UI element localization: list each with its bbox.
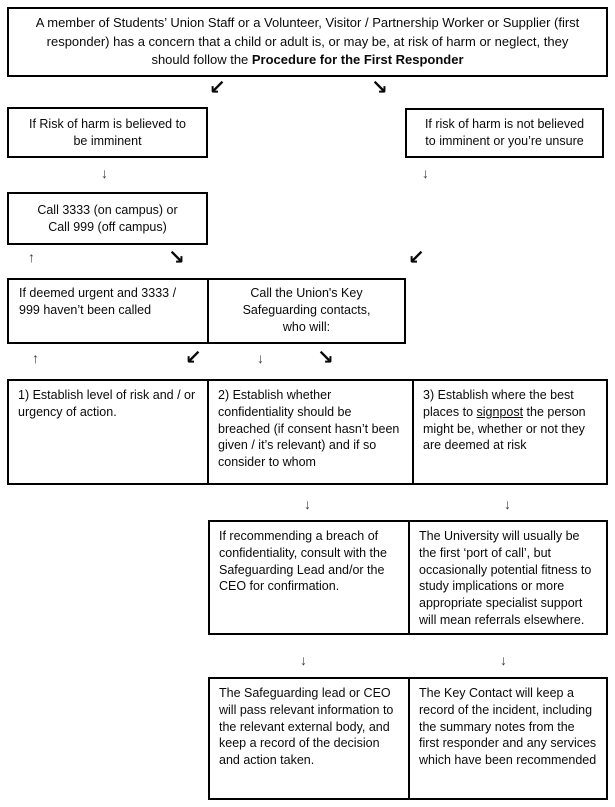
safeguarding-record-text: The Safeguarding lead or CEO will pass r… [219, 686, 394, 767]
not-imminent-box: If risk of harm is not believed to immin… [405, 108, 604, 158]
arrow-down-icon: ↓ [422, 165, 429, 181]
call-emergency-box: Call 3333 (on campus) or Call 999 (off c… [7, 192, 208, 245]
step3-box: 3) Establish where the best places to si… [412, 379, 608, 485]
arrow-down-right-icon: ↘ [317, 347, 334, 369]
university-referral-text: The University will usually be the first… [419, 529, 592, 627]
imminent-text: If Risk of harm is believed to be immine… [28, 116, 186, 148]
key-contacts-box: Call the Union's Key Safeguarding contac… [207, 278, 406, 344]
step3-text-before: 3) Establish where the best places to [423, 388, 574, 419]
arrow-down-right-icon: ↘ [371, 77, 388, 99]
university-referral-box: The University will usually be the first… [408, 520, 608, 635]
call-emergency-line2: Call 999 (off campus) [48, 219, 167, 234]
step3-text: 3) Establish where the best places to si… [423, 387, 597, 454]
start-box: A member of Students’ Union Staff or a V… [7, 7, 608, 77]
step2-text: 2) Establish whether confidentiality sho… [218, 388, 400, 469]
key-contact-record-box: The Key Contact will keep a record of th… [408, 677, 608, 800]
imminent-box: If Risk of harm is believed to be immine… [7, 107, 208, 158]
safeguarding-record-box: The Safeguarding lead or CEO will pass r… [208, 677, 410, 800]
arrow-down-left-icon: ↙ [209, 77, 226, 99]
arrow-down-icon: ↓ [500, 652, 507, 668]
arrow-down-icon: ↓ [504, 496, 511, 512]
start-box-text: A member of Students’ Union Staff or a V… [33, 14, 582, 69]
start-text: A member of Students’ Union Staff or a V… [35, 15, 580, 68]
deemed-urgent-text: If deemed urgent and 3333 / 999 haven’t … [19, 286, 177, 317]
deemed-urgent-box: If deemed urgent and 3333 / 999 haven’t … [7, 278, 209, 344]
arrow-up-icon: ↑ [32, 350, 39, 366]
step1-text: 1) Establish level of risk and / or urge… [18, 388, 196, 419]
step3-text-after: the person might be, whether or not they… [423, 404, 586, 453]
arrow-down-left-icon: ↙ [185, 347, 202, 369]
step2-box: 2) Establish whether confidentiality sho… [207, 379, 414, 485]
arrow-down-icon: ↓ [257, 350, 264, 366]
not-imminent-text: If risk of harm is not believed to immin… [424, 117, 585, 148]
key-contact-record-text: The Key Contact will keep a record of th… [419, 686, 597, 767]
arrow-down-icon: ↓ [304, 496, 311, 512]
step3-signpost: signpost [476, 404, 524, 419]
breach-consult-text: If recommending a breach of confidential… [219, 529, 387, 594]
arrow-down-icon: ↓ [300, 652, 307, 668]
arrow-down-right-icon: ↘ [168, 247, 185, 269]
key-contacts-text: Call the Union's Key Safeguarding contac… [242, 286, 371, 334]
breach-consult-box: If recommending a breach of confidential… [208, 520, 410, 635]
call-emergency-line1: Call 3333 (on campus) or [37, 202, 178, 217]
arrow-down-left-icon: ↙ [408, 247, 425, 269]
step1-box: 1) Establish level of risk and / or urge… [7, 379, 209, 485]
arrow-up-icon: ↑ [28, 249, 35, 265]
arrow-down-icon: ↓ [101, 165, 108, 181]
start-text-bold: Procedure for the First Responder [251, 52, 464, 68]
